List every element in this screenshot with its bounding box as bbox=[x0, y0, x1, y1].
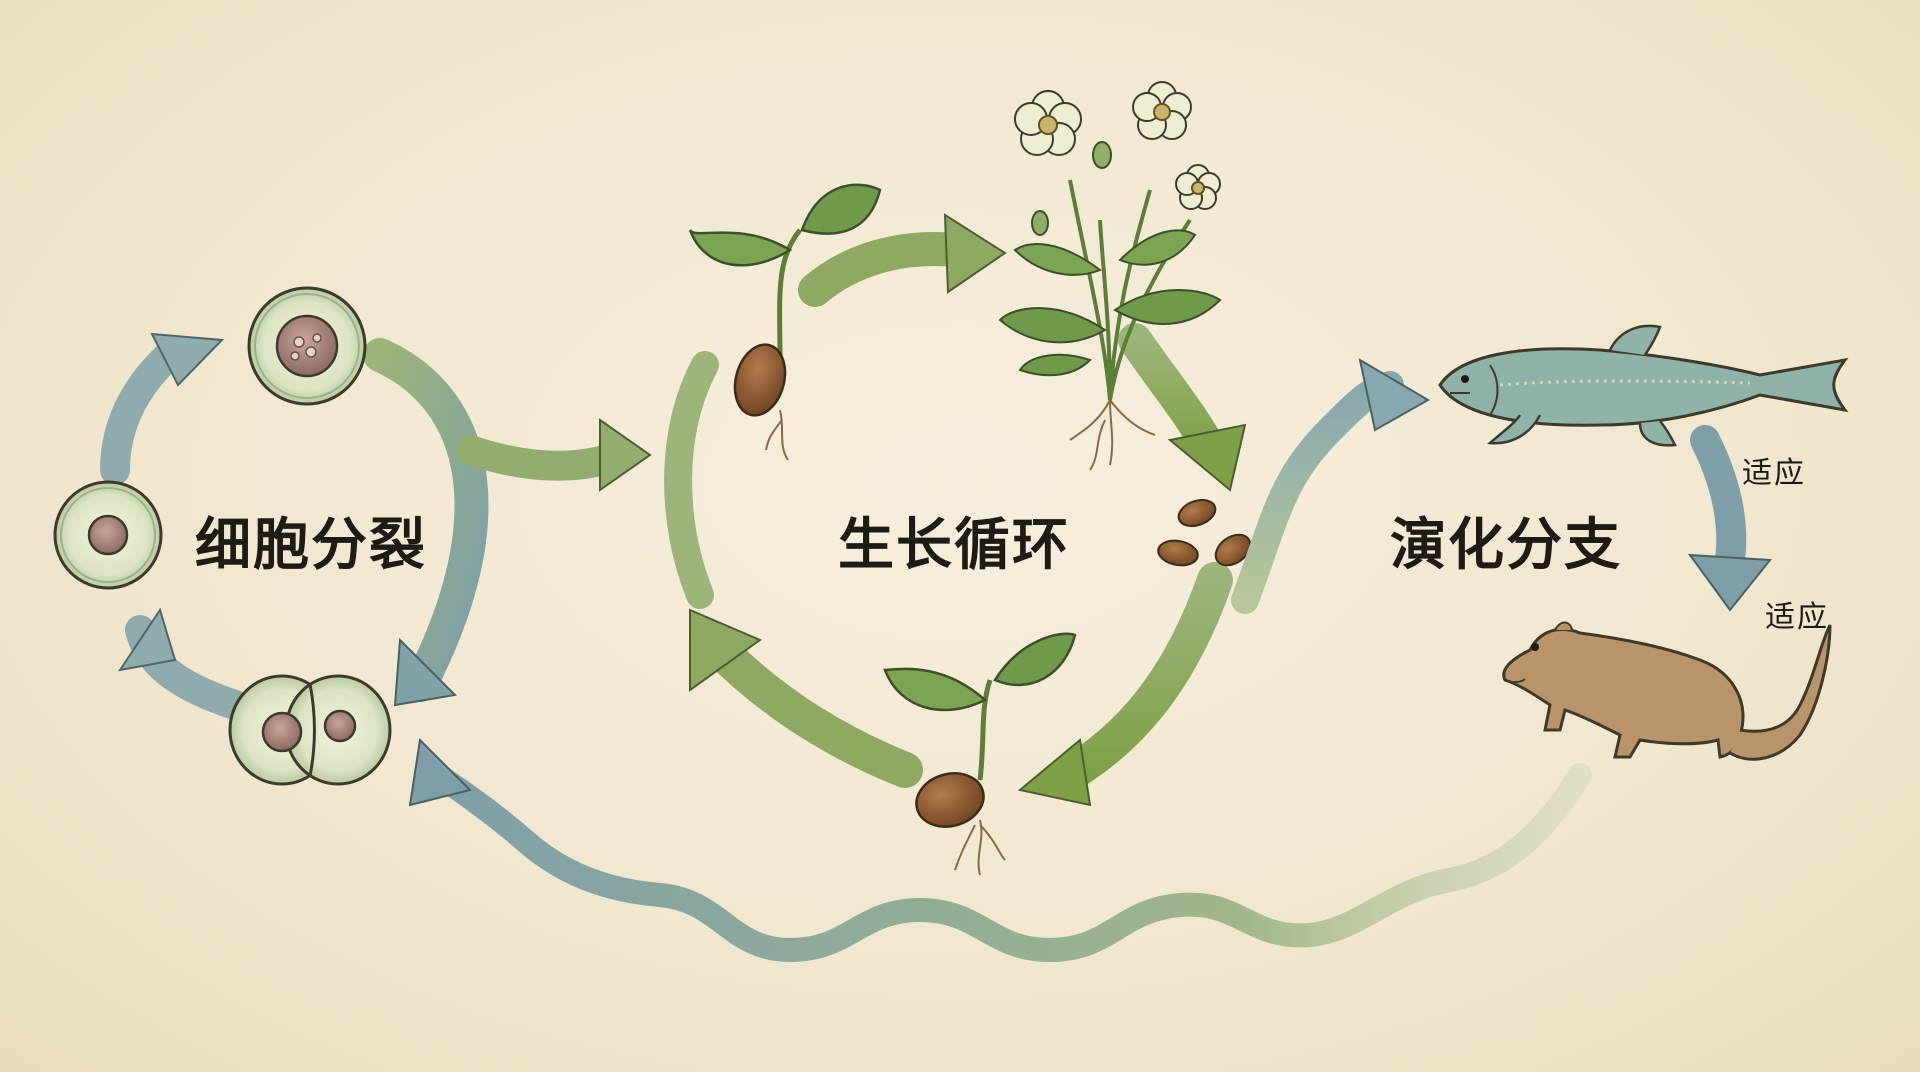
arrow-flower-seeds-head bbox=[1167, 423, 1247, 492]
arrow-growth-bottom-head bbox=[689, 608, 763, 692]
fish-icon bbox=[1438, 324, 1849, 447]
growth-cycle-arrows bbox=[664, 213, 1247, 807]
cell-division-label: 细胞分裂 bbox=[195, 512, 427, 578]
flowering-plant-icon bbox=[998, 81, 1222, 471]
seedling-icon bbox=[688, 183, 882, 461]
arrow-growth-bottom bbox=[702, 632, 923, 788]
seedling-icon bbox=[883, 632, 1077, 876]
cell-icon bbox=[247, 286, 367, 406]
arrow-evolution-up bbox=[1231, 371, 1404, 614]
arrow-seeds-seedling bbox=[1042, 562, 1233, 798]
cell-icon bbox=[53, 480, 163, 590]
growth-cycle-label: 生长循环 bbox=[838, 512, 1070, 578]
arrow-cell-right bbox=[363, 338, 489, 702]
arrow-evolution-up-head bbox=[1358, 357, 1431, 432]
arrow-cell-up-head bbox=[150, 332, 225, 387]
arrow-growth-top bbox=[798, 232, 972, 307]
mammal-icon bbox=[1502, 621, 1832, 761]
arrow-cell-right-head bbox=[393, 637, 458, 707]
arrow-fish-mammal-head bbox=[1687, 553, 1772, 612]
arrow-to-growth bbox=[455, 435, 635, 481]
arrow-fish-mammal bbox=[1690, 425, 1747, 575]
arrow-wave-return-head bbox=[408, 737, 472, 807]
arrow-to-growth-head bbox=[599, 418, 652, 492]
evolution-arrows bbox=[408, 357, 1772, 963]
seeds-icon bbox=[1157, 498, 1252, 567]
dividing-cell-icon bbox=[228, 674, 392, 786]
arrow-cell-up bbox=[100, 335, 190, 485]
adaptation-label-1: 适应 bbox=[1742, 456, 1806, 491]
cell-cycle-arrows bbox=[100, 332, 652, 720]
adaptation-label-2: 适应 bbox=[1765, 600, 1829, 635]
arrow-growth-top-head bbox=[943, 213, 1007, 294]
arrow-seeds-seedling-head bbox=[1017, 738, 1092, 807]
arrow-wave-return bbox=[418, 758, 1592, 963]
arrow-growth-left bbox=[664, 351, 719, 609]
evolution-branch-label: 演化分支 bbox=[1390, 512, 1622, 578]
arrow-cell-left-head bbox=[117, 607, 177, 672]
